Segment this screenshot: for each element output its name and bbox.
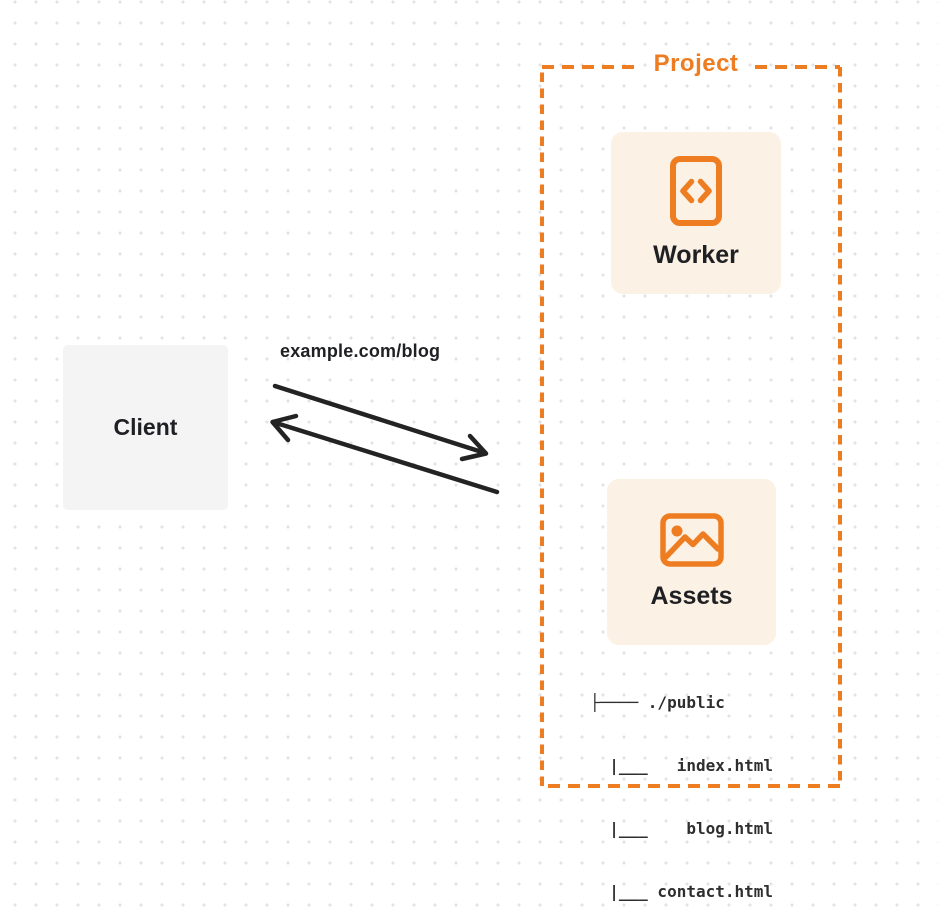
file-tree: ├──── ./public |___ index.html |___ blog… bbox=[590, 650, 773, 923]
file-tree-line: |___ contact.html bbox=[590, 882, 774, 901]
code-file-icon bbox=[670, 156, 722, 226]
client-label: Client bbox=[113, 414, 178, 440]
request-arrow bbox=[272, 383, 489, 462]
diagram-page: { "colors": { "accent": "#EE7D22", "card… bbox=[0, 0, 938, 901]
assets-card: Assets bbox=[607, 479, 776, 645]
file-tree-line: |___ index.html bbox=[590, 756, 774, 775]
worker-label: Worker bbox=[653, 241, 739, 269]
file-tree-line: ├──── ./public bbox=[590, 693, 725, 712]
assets-label: Assets bbox=[650, 582, 733, 610]
response-arrow bbox=[270, 413, 500, 495]
image-icon bbox=[659, 513, 724, 567]
request-url-label: example.com/blog bbox=[280, 341, 441, 361]
project-label: Project bbox=[653, 50, 739, 77]
file-tree-line: |___ blog.html bbox=[590, 819, 774, 838]
client-box: Client bbox=[63, 345, 228, 510]
worker-card: Worker bbox=[611, 132, 781, 294]
